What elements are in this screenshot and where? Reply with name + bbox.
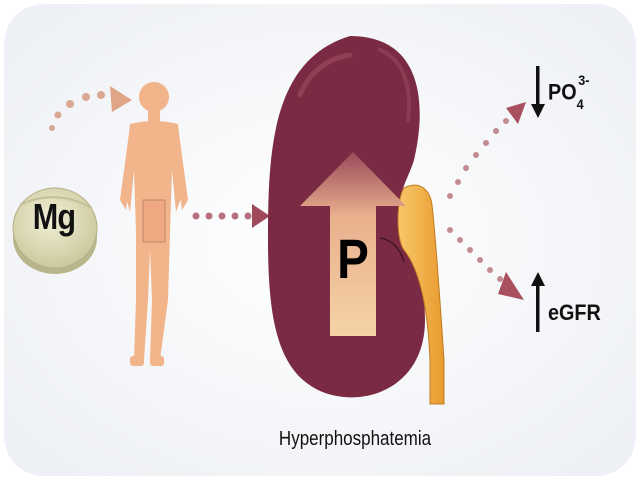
phosphate-base: PO [548,79,577,105]
phosphate-up-arrow [300,152,406,336]
pill-label: Mg [32,196,76,237]
phosphate-superscript: 3- [578,72,590,88]
phosphate-subscript: 4 [576,95,584,112]
egfr-label: eGFR [548,300,601,325]
phosphate-down-arrow-icon [531,66,545,118]
body-to-kidney-arrow [192,204,270,228]
magnesium-pill-icon [12,187,98,274]
kidney-to-egfr-arrow [447,227,524,300]
ureter-icon [379,184,445,405]
kidney-to-phosphate-arrow [447,102,526,199]
pill-to-body-arrow [49,86,132,131]
egfr-up-arrow-icon [531,272,545,332]
phosphate-label: PO4 3- [548,72,589,112]
kidney-phosphorus-label: P [337,227,369,290]
diagram-caption: Hyperphosphatemia [278,428,432,450]
gut-highlight-box [142,199,166,243]
